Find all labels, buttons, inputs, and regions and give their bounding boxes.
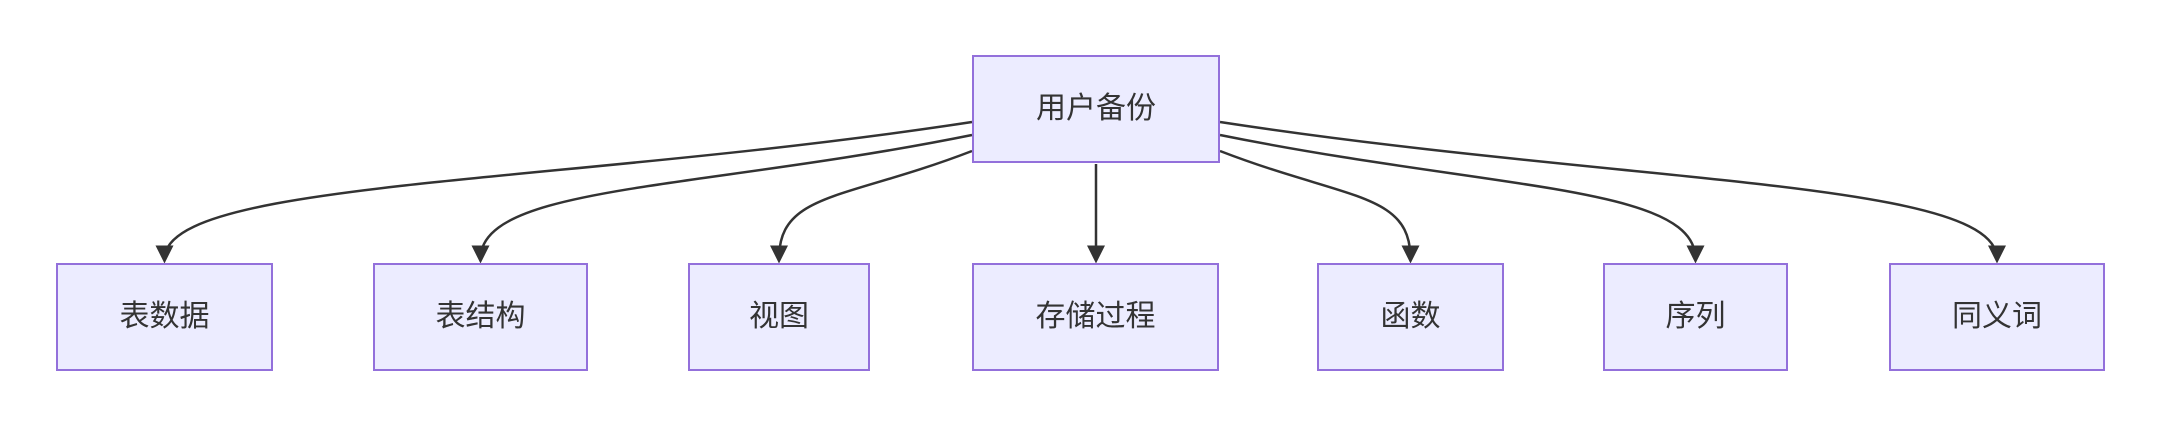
- node-user-backup: 用户备份: [972, 55, 1220, 163]
- edge-user-backup-to-function: [1219, 149, 1420, 264]
- edge-user-backup-to-table-structure: [471, 133, 973, 264]
- node-view: 视图: [688, 263, 870, 371]
- node-stored-procedure-label: 存储过程: [1035, 300, 1156, 333]
- node-sequence: 序列: [1603, 263, 1788, 371]
- node-table-data: 表数据: [56, 263, 273, 371]
- edge-user-backup-to-table-data: [155, 120, 973, 264]
- node-synonym: 同义词: [1889, 263, 2105, 371]
- edge-user-backup-to-sequence: [1219, 133, 1705, 264]
- node-stored-procedure: 存储过程: [972, 263, 1219, 371]
- node-function-label: 函数: [1380, 300, 1441, 333]
- node-user-backup-label: 用户备份: [1036, 92, 1156, 125]
- node-table-structure: 表结构: [373, 263, 588, 371]
- edge-user-backup-to-view: [770, 149, 973, 264]
- node-table-data-label: 表数据: [119, 300, 210, 333]
- node-function: 函数: [1317, 263, 1504, 371]
- node-sequence-label: 序列: [1665, 300, 1726, 333]
- edge-user-backup-to-synonym: [1219, 120, 2006, 264]
- node-view-label: 视图: [749, 300, 809, 333]
- node-table-structure-label: 表结构: [435, 300, 526, 333]
- node-synonym-label: 同义词: [1952, 300, 2042, 333]
